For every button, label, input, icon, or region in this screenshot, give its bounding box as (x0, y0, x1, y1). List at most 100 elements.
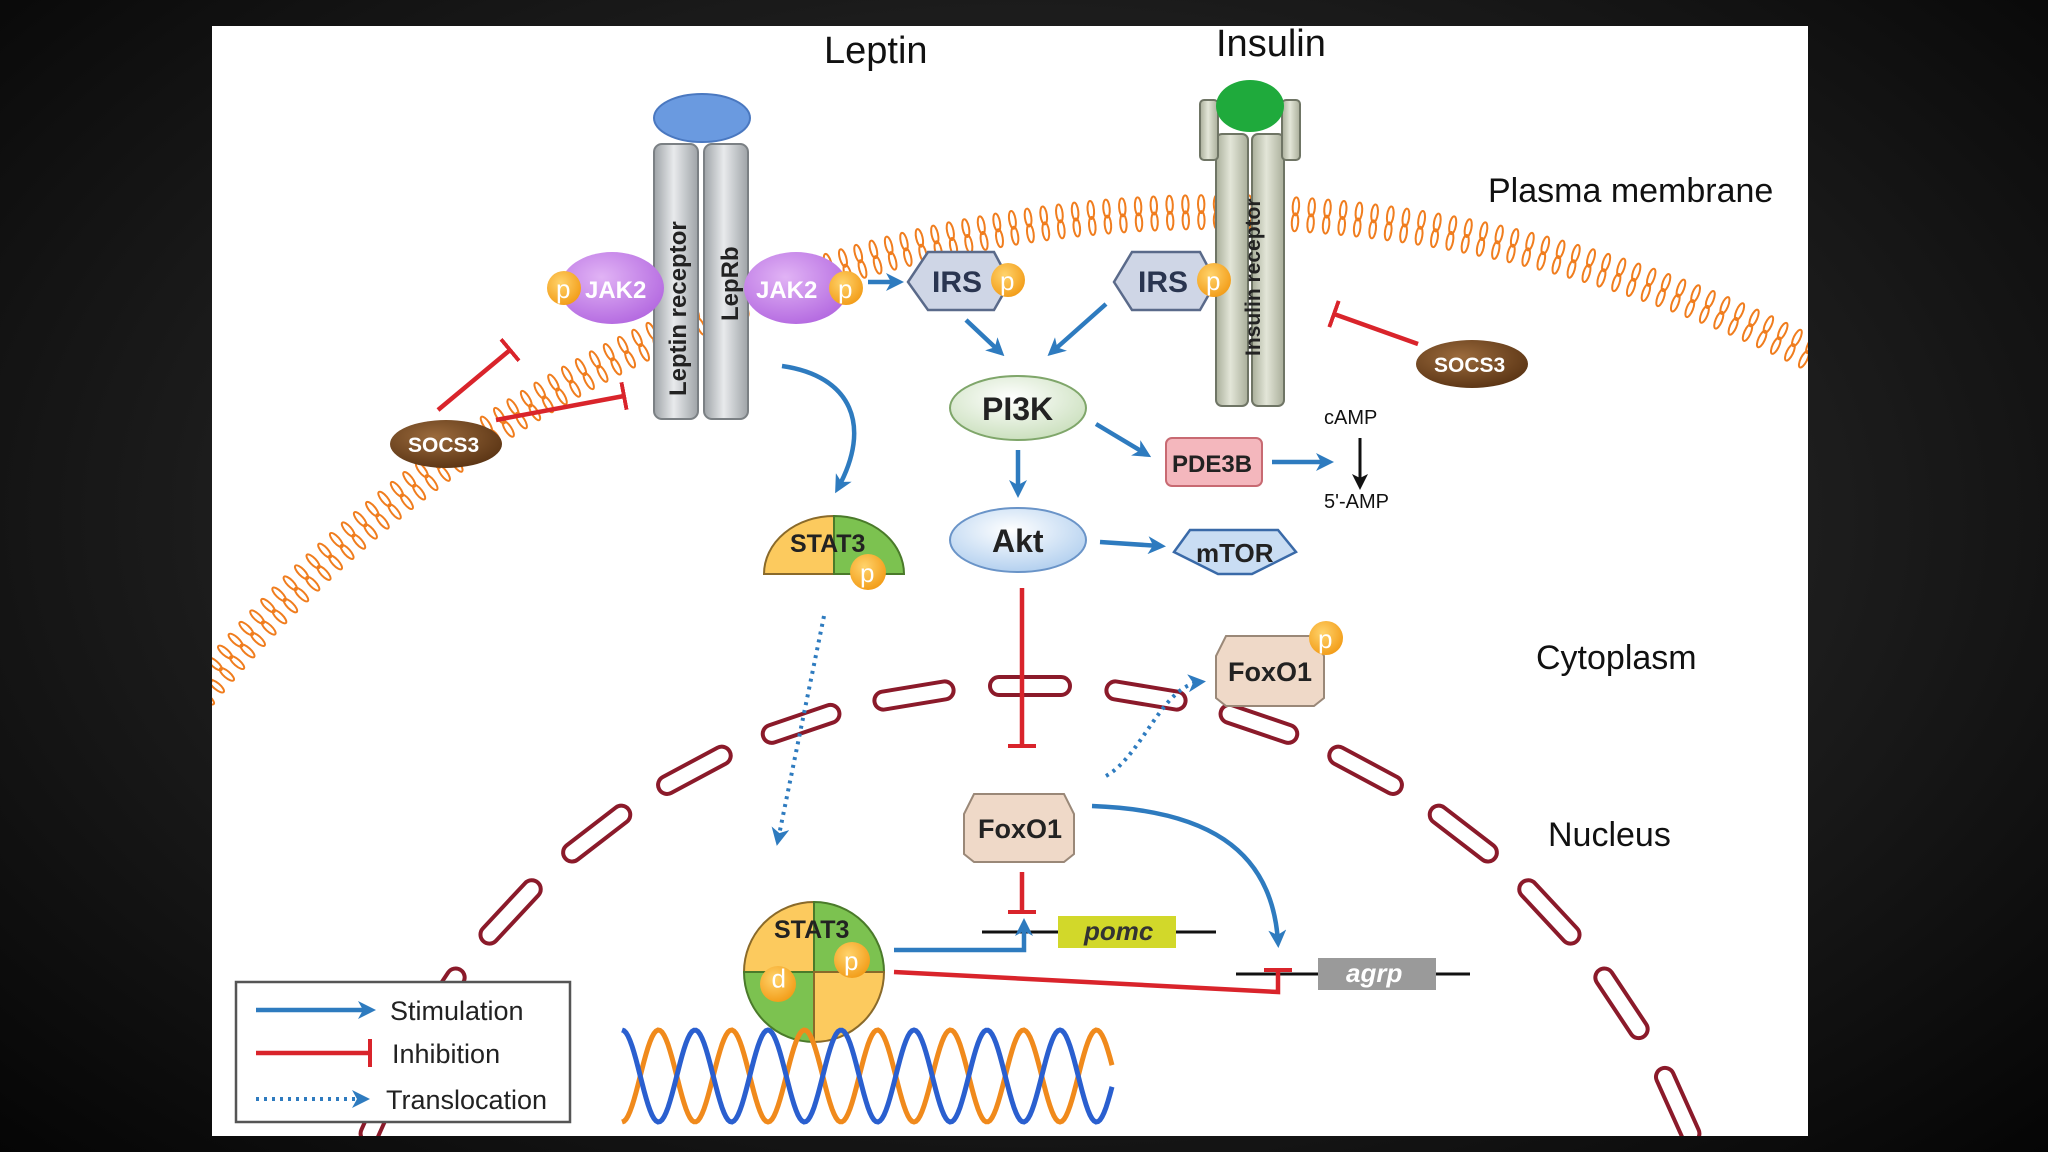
legend-stimulation-label: Stimulation (390, 996, 524, 1026)
lipid-bilayer-segment (1748, 308, 1760, 328)
lipid-bilayer-segment (271, 609, 288, 625)
camp-label: cAMP (1324, 407, 1377, 429)
lipid-bilayer-segment (1196, 194, 1206, 215)
lipid-bilayer-segment (387, 503, 402, 520)
lipid-bilayer-segment (624, 350, 637, 369)
lipid-bilayer-segment (399, 493, 414, 511)
stat3-cytoplasm: STAT3 p (762, 514, 906, 590)
pi3k: PI3K (949, 375, 1087, 441)
lipid-bilayer-segment (317, 542, 333, 559)
phospho-jak2-left (547, 271, 581, 305)
lipid-bilayer-segment (1704, 290, 1716, 309)
lipid-bilayer-segment (271, 586, 287, 603)
insulin-label: Insulin (1216, 26, 1326, 65)
akt-label: Akt (992, 523, 1044, 559)
lipid-bilayer-segment (1039, 205, 1049, 226)
lipid-bilayer-segment (328, 531, 344, 549)
stimulation-arrows (781, 273, 1334, 953)
lipid-bilayer-segment (1479, 221, 1489, 242)
nuclear-envelope-segment (1104, 679, 1188, 712)
lipid-bilayer-segment (1601, 252, 1612, 273)
lipid-bilayer-segment (1611, 272, 1622, 293)
lipid-bilayer-segment (887, 251, 898, 271)
arrow-akt-to-mtor (1099, 536, 1166, 555)
lipid-bilayer-segment (914, 228, 925, 248)
mtor-label: mTOR (1196, 538, 1274, 568)
lipid-bilayer-segment (964, 233, 974, 254)
lipid-bilayer-segment (424, 474, 439, 492)
nuclear-envelope-segment (561, 803, 633, 864)
lipid-bilayer-segment (1448, 215, 1458, 236)
lipid-bilayer-segment (1399, 223, 1409, 244)
lipid-bilayer-segment (1321, 214, 1331, 235)
lipid-bilayer-segment (282, 575, 299, 591)
arrow-irs-left-to-pi3k (964, 318, 1005, 357)
jak2-right-label: JAK2 (756, 277, 817, 304)
arrow-foxo1-to-agrp (1091, 803, 1287, 948)
lipid-bilayer-segment (1769, 336, 1782, 355)
lipid-bilayer-segment (533, 381, 547, 400)
lipid-bilayer-segment (212, 656, 223, 672)
legend-translocation-label: Translocation (386, 1085, 547, 1115)
lipid-bilayer-segment (596, 364, 609, 383)
inhibit-socs3-to-insulin-receptor (1327, 300, 1419, 347)
nuclear-envelope-segment (1327, 744, 1404, 796)
lipid-bilayer-segment (352, 511, 368, 528)
lipid-bilayer-segment (1432, 212, 1442, 233)
socs3-right-label: SOCS3 (1434, 354, 1505, 377)
lipid-bilayer-segment (631, 328, 643, 348)
insulin-receptor: Insulin receptor (1199, 80, 1301, 407)
lipid-bilayer-segment (389, 480, 405, 498)
lipid-bilayer-segment (514, 411, 528, 430)
lipid-bilayer-segment (610, 357, 623, 376)
lipid-bilayer-segment (1494, 224, 1504, 245)
lipid-bilayer-segment (1640, 282, 1652, 302)
lipid-bilayer-segment (602, 343, 615, 362)
lipid-bilayer-segment (1797, 350, 1808, 369)
lipid-bilayer-segment (1414, 225, 1424, 246)
phospho-irs-right (1197, 263, 1231, 297)
lipid-bilayer-segment (1134, 212, 1144, 233)
irs-right-label: IRS (1138, 266, 1188, 299)
irs-right: IRS p (1112, 250, 1231, 312)
lipid-bilayer-segment (883, 235, 894, 256)
lipid-bilayer-segment (1625, 277, 1637, 297)
lipid-bilayer-segment (363, 523, 378, 540)
phospho-label: p (860, 558, 874, 588)
lipid-bilayer-segment (1698, 304, 1710, 324)
insulin-ligand (1216, 80, 1284, 132)
lipid-bilayer-segment (519, 389, 533, 408)
lipid-bilayer-segment (1087, 216, 1097, 236)
lipid-bilayer-segment (995, 228, 1004, 249)
lipid-bilayer-segment (582, 372, 595, 391)
lipid-bilayer-segment (1463, 218, 1473, 238)
lipid-bilayer-segment (1805, 335, 1808, 355)
lipid-bilayer-segment (493, 406, 507, 425)
lipid-bilayer-segment (293, 564, 310, 581)
lipid-bilayer-segment (412, 483, 427, 501)
lipid-bilayer-segment (638, 343, 650, 362)
lipid-bilayer-segment (249, 609, 265, 625)
lipid-bilayer-segment (979, 231, 989, 251)
lipid-bilayer-segment (1784, 343, 1796, 362)
lipid-bilayer-segment (375, 513, 390, 530)
lipid-bilayer-segment (402, 471, 417, 488)
pi3k-label: PI3K (982, 391, 1053, 427)
translocate-stat3-to-nucleus (771, 615, 826, 846)
lipid-bilayer-segment (574, 358, 588, 377)
lipid-bilayer-segment (1719, 296, 1731, 315)
leprb-label: LepRb (717, 246, 744, 321)
nuclear-envelope-segment (1517, 878, 1582, 946)
inhibit-stat3-to-agrp (893, 968, 1292, 995)
slide: Leptin Insulin Plasma membrane Cytoplasm… (212, 26, 1808, 1136)
lipid-bilayer-segment (1755, 329, 1768, 349)
lipid-bilayer-segment (976, 215, 986, 236)
lipid-bilayer-segment (1368, 219, 1378, 240)
mtor: mTOR (1172, 528, 1298, 576)
lipid-bilayer-segment (1337, 216, 1347, 236)
lipid-bilayer-segment (868, 239, 879, 260)
lipid-bilayer-segment (568, 379, 582, 398)
lipid-bilayer-segment (1776, 321, 1789, 341)
lipid-bilayer-segment (903, 247, 913, 267)
lipid-bilayer-segment (1007, 209, 1017, 230)
